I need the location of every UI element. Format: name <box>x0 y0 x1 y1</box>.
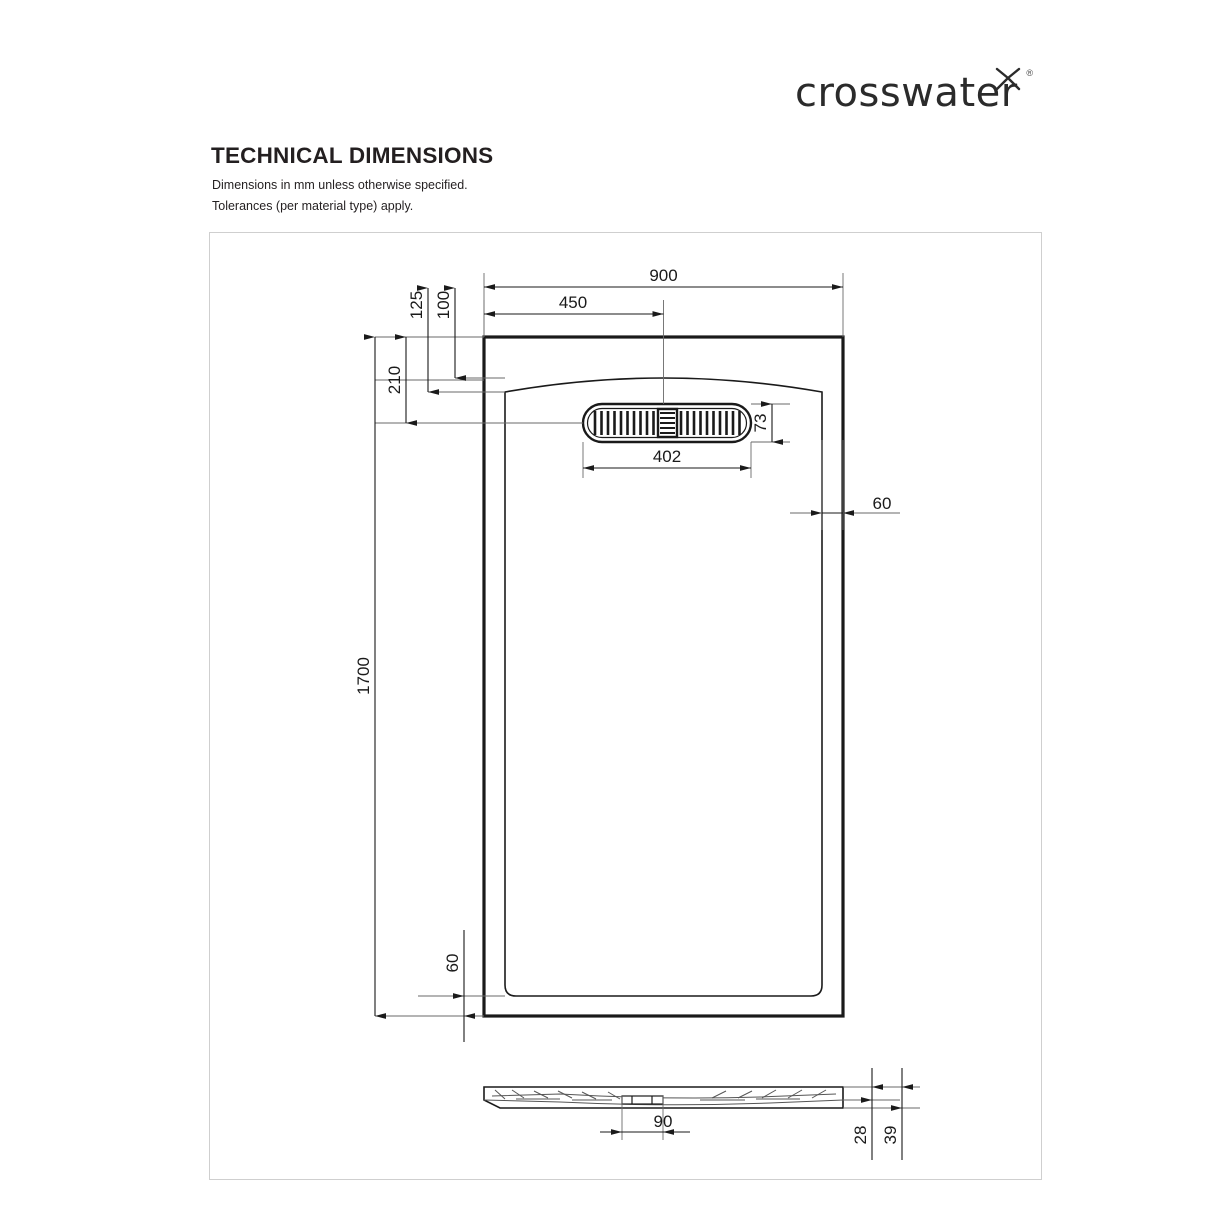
dimension-lines-elevation <box>600 1068 913 1160</box>
dim-60-bottom: 60 <box>443 954 462 973</box>
dim-402: 402 <box>653 447 681 466</box>
note-dimensions-unit: Dimensions in mm unless otherwise specif… <box>212 178 468 192</box>
grate-right-slots <box>679 411 741 435</box>
dim-90: 90 <box>654 1112 673 1131</box>
dim-900: 900 <box>649 266 677 285</box>
side-elevation <box>483 1086 844 1109</box>
dim-60-right: 60 <box>873 494 892 513</box>
grate-left-slots <box>593 411 655 435</box>
dim-450: 450 <box>559 293 587 312</box>
grate-centre-section <box>656 407 679 439</box>
note-tolerances: Tolerances (per material type) apply. <box>212 199 414 213</box>
dim-125: 125 <box>407 291 426 319</box>
page-title: TECHNICAL DIMENSIONS <box>211 143 494 168</box>
crosswater-logo: crosswater ® <box>795 66 1035 122</box>
waste-grate <box>581 402 753 444</box>
x-icon <box>995 67 1021 91</box>
dim-100: 100 <box>434 291 453 319</box>
brand-wordmark: crosswater <box>795 70 1018 116</box>
tray-inner-basin-outline <box>504 377 823 997</box>
dim-1700: 1700 <box>354 657 373 695</box>
dim-73: 73 <box>751 414 770 433</box>
dimension-labels: 900 450 1700 210 125 100 402 73 60 60 90… <box>354 266 900 1144</box>
dim-39: 39 <box>881 1126 900 1145</box>
registered-mark: ® <box>1026 68 1033 78</box>
dim-28: 28 <box>851 1126 870 1145</box>
dim-210: 210 <box>385 366 404 394</box>
dimension-lines-plan <box>364 284 854 1042</box>
